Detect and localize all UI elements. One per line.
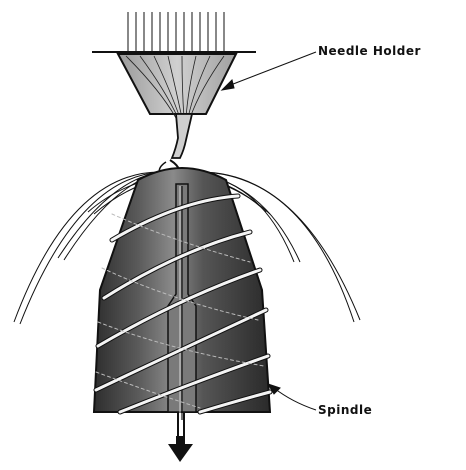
down-arrow-icon	[168, 436, 193, 462]
feed-fibers	[128, 12, 224, 52]
spindle-label: Spindle	[318, 403, 372, 417]
output-yarn	[178, 412, 184, 438]
needle-holder-label: Needle Holder	[318, 44, 421, 58]
